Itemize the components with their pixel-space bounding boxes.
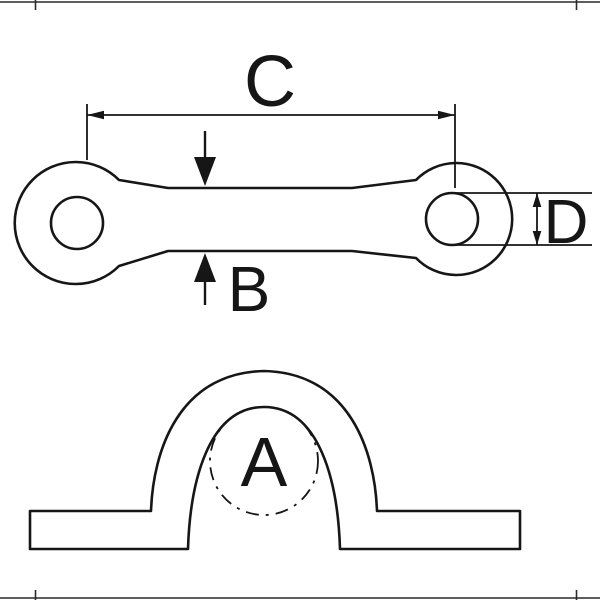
dimension-d-label: D (544, 188, 589, 257)
right-hole (424, 191, 480, 247)
b-lower-arrowhead-icon (194, 253, 216, 282)
dimension-a-label: A (241, 423, 288, 501)
dimension-d: D (452, 188, 592, 257)
top-view: C B D (13, 42, 592, 325)
d-top-arrowhead-icon (532, 193, 542, 207)
left-hole (49, 195, 105, 251)
c-right-arrowhead-icon (438, 110, 455, 120)
dimension-c: C (86, 42, 456, 188)
c-left-arrowhead-icon (87, 110, 104, 120)
dimension-b: B (194, 131, 270, 325)
d-bottom-arrowhead-icon (532, 231, 542, 245)
strap-outline (13, 160, 514, 286)
b-upper-arrowhead-icon (194, 157, 216, 186)
dimension-b-label: B (228, 253, 271, 325)
side-view: A (28, 369, 522, 551)
dimension-c-label: C (244, 42, 296, 122)
side-profile-outline (28, 369, 522, 551)
rod-diameter-circle (209, 406, 319, 516)
